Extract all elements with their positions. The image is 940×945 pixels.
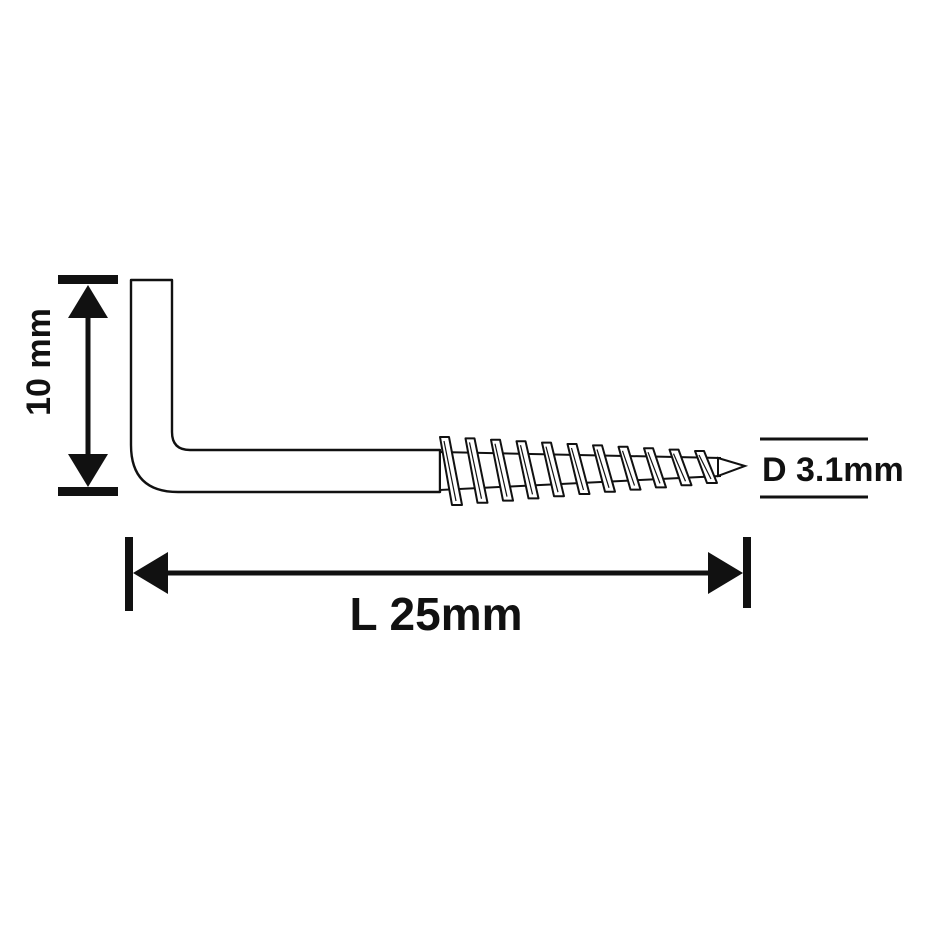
diameter-label: D 3.1mm: [762, 451, 904, 489]
length-label: L 25mm: [349, 588, 522, 640]
height-label: 10 mm: [20, 308, 58, 416]
thread-tooth: [617, 445, 642, 491]
length-right-bar: [743, 537, 751, 608]
thread-tooth: [643, 447, 667, 489]
thread-shade-line: [621, 450, 636, 486]
height-arrow-up-icon: [68, 285, 108, 318]
diameter-dimension: D 3.1mm: [760, 437, 904, 499]
thread-tooth: [541, 441, 565, 498]
screw-hook: [129, 278, 749, 506]
thread-tooth: [592, 444, 616, 493]
length-arrow-right-icon: [708, 552, 743, 594]
height-arrow-down-icon: [68, 454, 108, 487]
length-arrow-left-icon: [133, 552, 168, 594]
thread-shade-line: [672, 453, 687, 482]
thread-shade-line: [545, 446, 559, 493]
thread-shade-line: [494, 443, 508, 497]
thread-tooth: [515, 440, 540, 500]
length-dimension: L 25mm: [125, 537, 751, 640]
thread-shade-line: [596, 449, 610, 488]
hook-wire: [129, 278, 442, 494]
thread-tooth: [490, 438, 514, 502]
screw-thread: [439, 436, 721, 506]
thread-shade-line: [698, 454, 712, 480]
thread-tooth: [464, 437, 489, 504]
thread-tooth: [439, 436, 463, 506]
length-left-bar: [125, 537, 133, 611]
thread-shade-line: [443, 440, 457, 502]
thread-shade-line: [570, 447, 585, 491]
thread-tooth: [566, 443, 591, 495]
screw-tip: [717, 456, 749, 478]
thread-shade-line: [647, 451, 661, 484]
height-bottom-bar: [58, 487, 118, 496]
thread-shade-line: [519, 445, 534, 495]
thread-shade-line: [468, 442, 483, 499]
height-top-bar: [58, 275, 118, 284]
height-dimension: 10 mm: [20, 275, 118, 496]
